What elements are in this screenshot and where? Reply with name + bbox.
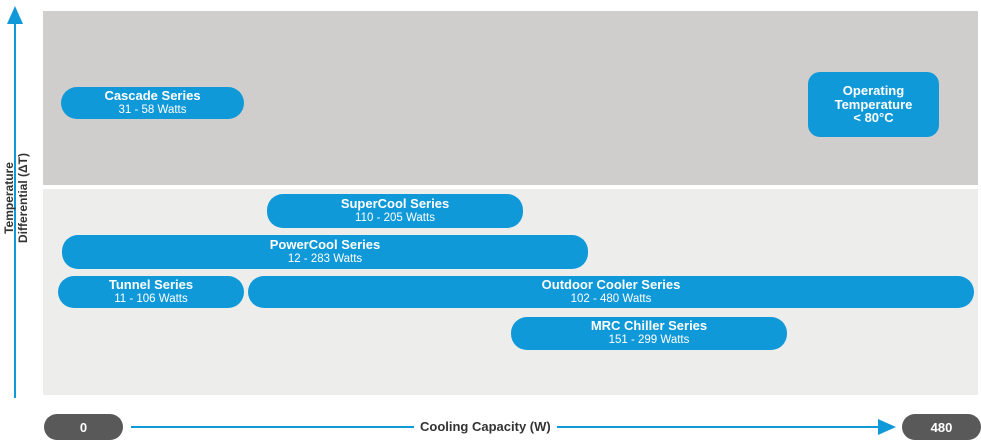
series-range: 110 - 205 Watts <box>355 211 435 224</box>
x-axis-arrowhead <box>878 419 896 435</box>
series-range: 151 - 299 Watts <box>608 334 690 347</box>
callout-line-1: Operating <box>842 83 905 99</box>
series-name: PowerCool Series <box>269 236 381 252</box>
x-axis-min-label: 0 <box>44 414 123 440</box>
series-range: 11 - 106 Watts <box>114 292 188 305</box>
y-axis-arrowhead <box>7 6 23 24</box>
series-name: SuperCool Series <box>340 195 450 211</box>
series-name: Tunnel Series <box>108 276 194 292</box>
series-supercool: SuperCool Series 110 - 205 Watts <box>267 194 523 228</box>
y-axis-label-line-1: Temperature <box>2 162 17 234</box>
series-mrc-chiller: MRC Chiller Series 151 - 299 Watts <box>511 317 787 350</box>
operating-temperature-callout: Operating Temperature < 80°C <box>808 72 939 137</box>
x-axis-max-label: 480 <box>902 414 981 440</box>
series-name: Outdoor Cooler Series <box>541 276 681 292</box>
series-name: Cascade Series <box>104 87 201 103</box>
y-axis-arrow <box>7 6 23 398</box>
series-outdoor-cooler: Outdoor Cooler Series 102 - 480 Watts <box>248 276 974 308</box>
series-powercool: PowerCool Series 12 - 283 Watts <box>62 235 588 269</box>
series-cascade: Cascade Series 31 - 58 Watts <box>61 87 244 119</box>
callout-line-2: Temperature <box>834 96 913 112</box>
series-range: 12 - 283 Watts <box>287 252 363 265</box>
series-name: MRC Chiller Series <box>590 318 708 334</box>
series-range: 102 - 480 Watts <box>570 292 652 305</box>
series-range: 31 - 58 Watts <box>118 103 187 116</box>
callout-line-3: < 80°C <box>853 110 894 126</box>
y-axis-label-line-2: Differential (ΔT) <box>16 153 30 243</box>
series-tunnel: Tunnel Series 11 - 106 Watts <box>58 276 244 308</box>
x-axis-title: Cooling Capacity (W) <box>414 419 557 434</box>
